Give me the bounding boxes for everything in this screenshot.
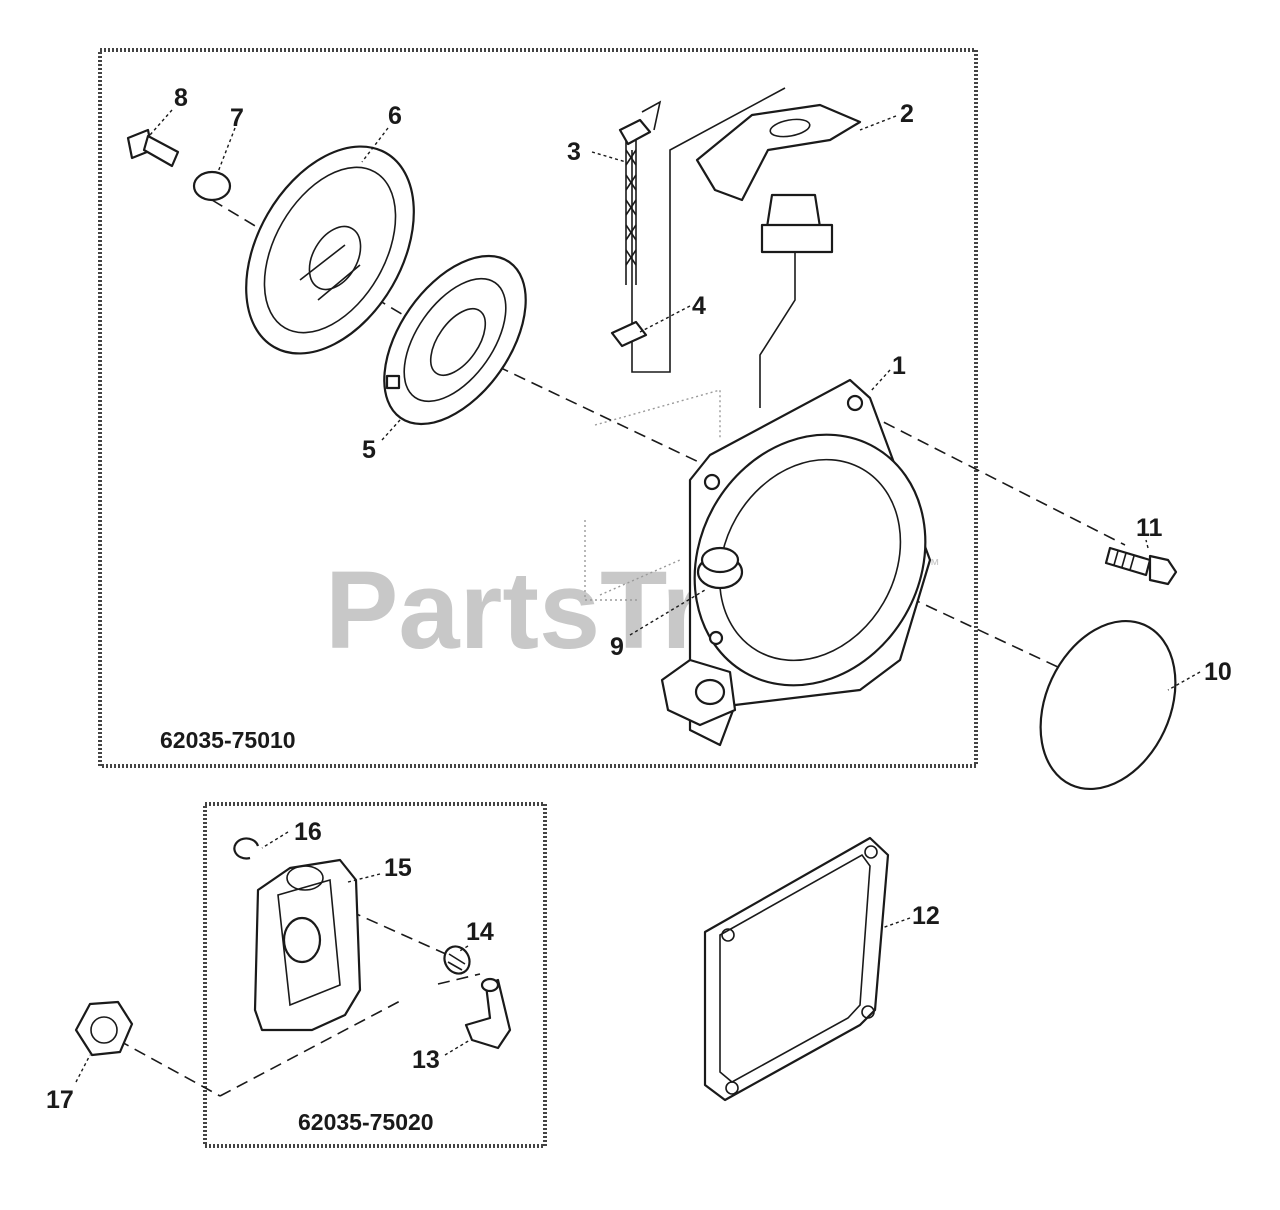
leader-lines xyxy=(75,109,1201,1083)
handle-part-2 xyxy=(695,103,862,254)
callout-11: 11 xyxy=(1136,514,1163,542)
callout-1: 1 xyxy=(892,352,906,380)
spring-part-14 xyxy=(443,945,471,975)
pulley-part-6 xyxy=(245,145,415,355)
starter-case-part-1 xyxy=(660,378,932,747)
callout-5: 5 xyxy=(362,436,376,464)
kit-label-pawl: 62035-75020 xyxy=(298,1109,434,1135)
kit-label-main: 62035-75010 xyxy=(160,727,296,753)
faint-guides xyxy=(584,389,721,601)
spacer-part-9 xyxy=(696,546,744,590)
callout-12: 12 xyxy=(912,902,940,930)
rope-part-3 xyxy=(618,100,662,285)
callout-13: 13 xyxy=(412,1046,440,1074)
rope-routing xyxy=(631,87,796,408)
kit-box-main xyxy=(98,48,978,768)
callouts: 1 2 3 4 5 6 7 8 9 10 11 12 13 14 15 16 1… xyxy=(46,84,1232,1114)
plate-part-10 xyxy=(1039,619,1177,791)
screw-part-8 xyxy=(126,128,180,168)
callout-15: 15 xyxy=(384,854,412,882)
stopper-part-4 xyxy=(610,320,648,348)
callout-17: 17 xyxy=(46,1086,74,1114)
nut-part-17 xyxy=(74,1000,134,1057)
callout-3: 3 xyxy=(567,138,581,166)
kit-box-pawl xyxy=(203,802,547,1148)
callout-16: 16 xyxy=(294,818,322,846)
washer-part-7 xyxy=(192,170,232,202)
gasket-part-12 xyxy=(703,836,890,1102)
callout-6: 6 xyxy=(388,102,402,130)
callout-8: 8 xyxy=(174,84,188,112)
callout-10: 10 xyxy=(1204,658,1232,686)
spring-part-5 xyxy=(383,254,527,426)
callout-4: 4 xyxy=(692,292,706,320)
bolt-part-11 xyxy=(1104,546,1178,586)
callout-7: 7 xyxy=(230,104,244,132)
clip-part-16 xyxy=(233,837,260,860)
callout-14: 14 xyxy=(466,918,494,946)
callout-2: 2 xyxy=(900,100,914,128)
callout-9: 9 xyxy=(610,633,624,661)
pawl-part-13 xyxy=(464,977,512,1050)
pawl-carrier-part-15 xyxy=(253,858,362,1032)
